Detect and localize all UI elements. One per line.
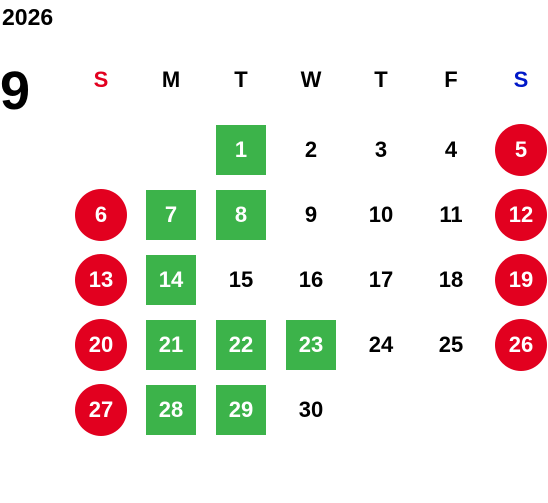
day-cell: 24 xyxy=(368,332,394,357)
day-cell: 7 xyxy=(146,190,196,240)
day-cell: 13 xyxy=(75,254,127,306)
day-cell: 26 xyxy=(495,319,547,371)
day-cell: 8 xyxy=(216,190,266,240)
day-cell: 19 xyxy=(495,254,547,306)
day-cell: 5 xyxy=(495,124,547,176)
day-cell: 20 xyxy=(75,319,127,371)
day-cell: 23 xyxy=(286,320,336,370)
day-cell: 12 xyxy=(495,189,547,241)
weekday-header: T xyxy=(234,67,248,92)
weekday-header: S xyxy=(513,67,529,92)
day-cell: 3 xyxy=(374,137,388,162)
day-cell: 9 xyxy=(304,202,318,227)
day-cell: 28 xyxy=(146,385,196,435)
month-label: 9 xyxy=(0,61,31,121)
day-cell: 22 xyxy=(216,320,266,370)
day-cell: 16 xyxy=(298,267,324,292)
day-cell: 29 xyxy=(216,385,266,435)
day-cell: 25 xyxy=(438,332,464,357)
day-cell: 1 xyxy=(216,125,266,175)
day-cell: 17 xyxy=(368,267,394,292)
weekday-header: M xyxy=(161,67,181,92)
day-cell: 15 xyxy=(228,267,254,292)
day-cell: 11 xyxy=(439,202,463,227)
day-cell: 4 xyxy=(444,137,458,162)
weekday-header: W xyxy=(300,67,322,92)
day-cell: 21 xyxy=(146,320,196,370)
weekday-header: T xyxy=(374,67,388,92)
day-cell: 6 xyxy=(75,189,127,241)
day-cell: 18 xyxy=(438,267,464,292)
day-cell: 14 xyxy=(146,255,196,305)
day-cell: 2 xyxy=(304,137,318,162)
year-label: 2026 xyxy=(2,4,54,30)
day-cell: 30 xyxy=(298,397,324,422)
weekday-header: F xyxy=(444,67,458,92)
weekday-header: S xyxy=(93,67,109,92)
day-cell: 27 xyxy=(75,384,127,436)
day-cell: 10 xyxy=(368,202,394,227)
